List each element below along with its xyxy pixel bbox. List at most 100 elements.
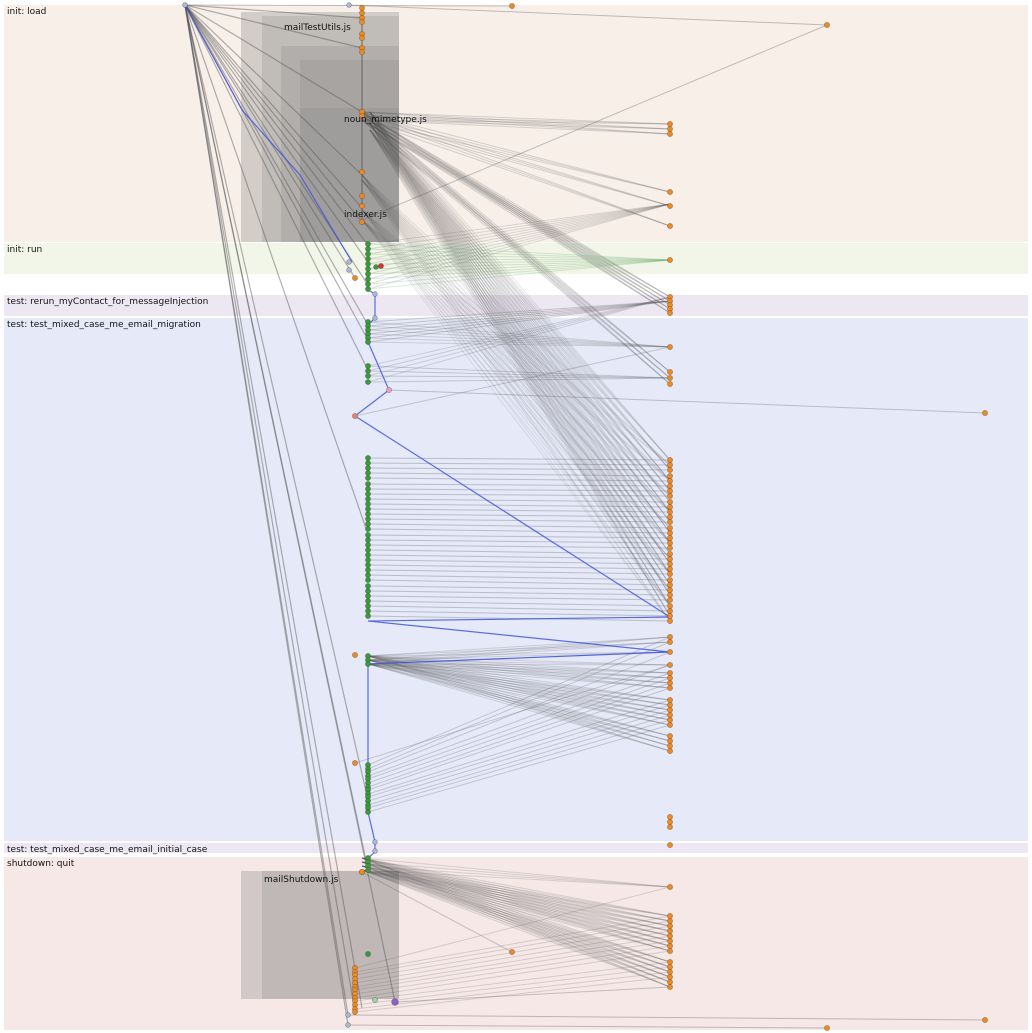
event-node [667, 509, 673, 515]
edge [361, 115, 671, 207]
edge [361, 869, 671, 988]
async-node [372, 839, 378, 845]
main-thread-node [365, 506, 371, 512]
edge [361, 119, 671, 379]
edge [367, 300, 671, 343]
edge [361, 115, 671, 298]
band-label: test: rerun_myContact_for_messageInjecti… [7, 297, 209, 307]
edge [361, 871, 513, 953]
edge [367, 663, 671, 747]
edge [361, 861, 671, 952]
edge [367, 655, 671, 706]
edge [361, 179, 671, 560]
edge [369, 129, 671, 586]
edge [367, 259, 671, 270]
edge [367, 329, 671, 348]
async-node [346, 2, 352, 8]
edge [369, 117, 671, 461]
edge [361, 115, 671, 379]
edge [369, 123, 671, 586]
event-node [667, 634, 673, 640]
edge [361, 857, 671, 973]
edge [367, 375, 671, 379]
event-node [352, 413, 358, 419]
edge [361, 111, 671, 193]
edge [367, 579, 671, 586]
edge [361, 857, 671, 983]
main-thread-node [365, 368, 371, 374]
event-node [667, 964, 673, 970]
edge [361, 865, 671, 937]
edge [367, 714, 671, 806]
edge [361, 174, 671, 529]
event-node [667, 519, 673, 525]
edge [369, 129, 671, 534]
edge [369, 129, 671, 617]
event-node [667, 943, 673, 949]
edge [361, 865, 671, 932]
edge [369, 111, 671, 607]
event-node [667, 540, 673, 546]
edge [369, 117, 671, 586]
edge [367, 663, 671, 716]
edge [367, 203, 671, 275]
edge [367, 605, 671, 612]
edge [367, 655, 671, 711]
edge [369, 123, 671, 534]
main-thread-node [365, 256, 371, 262]
event-node [667, 984, 673, 990]
event-node [667, 639, 673, 645]
edge [361, 119, 671, 373]
edge [361, 119, 671, 298]
event-node [667, 649, 673, 655]
main-thread-node [365, 460, 371, 466]
main-thread-node [365, 567, 371, 573]
edge [354, 950, 671, 999]
event-node [824, 1025, 830, 1031]
edge [367, 370, 671, 379]
main-thread-node [365, 286, 371, 292]
edge [369, 129, 671, 544]
edge [367, 655, 671, 666]
edge [367, 641, 671, 665]
edge [367, 687, 671, 791]
edge [361, 865, 671, 988]
edge [369, 123, 671, 607]
edge [361, 857, 671, 947]
edge [184, 4, 369, 246]
edge [361, 861, 671, 983]
edge [367, 564, 671, 570]
event-node [667, 969, 673, 975]
file-load-node [359, 19, 365, 25]
event-node [667, 733, 673, 739]
edge [369, 129, 671, 565]
async-node [346, 259, 352, 265]
edge [369, 117, 671, 523]
edge [361, 861, 671, 947]
event-node [667, 918, 673, 924]
edge [369, 117, 671, 482]
event-node [667, 618, 673, 624]
event-node [667, 530, 673, 536]
edge [361, 869, 671, 983]
edge [347, 1014, 986, 1021]
file-label-mailshutdown: mailShutdown.js [264, 875, 339, 885]
edge [367, 259, 671, 265]
edge [361, 174, 671, 607]
edge [369, 123, 671, 544]
edge [369, 129, 671, 482]
edge [361, 119, 671, 227]
edge [367, 341, 671, 348]
main-thread-node [365, 603, 371, 609]
event-node [667, 556, 673, 562]
edge [367, 659, 671, 711]
edge [361, 119, 671, 125]
edge [184, 4, 356, 1013]
edge [367, 704, 671, 798]
edge [361, 179, 671, 591]
edge [369, 111, 671, 617]
event-node [667, 722, 673, 728]
edge [361, 209, 671, 544]
edge [369, 111, 671, 492]
edge [361, 861, 671, 963]
